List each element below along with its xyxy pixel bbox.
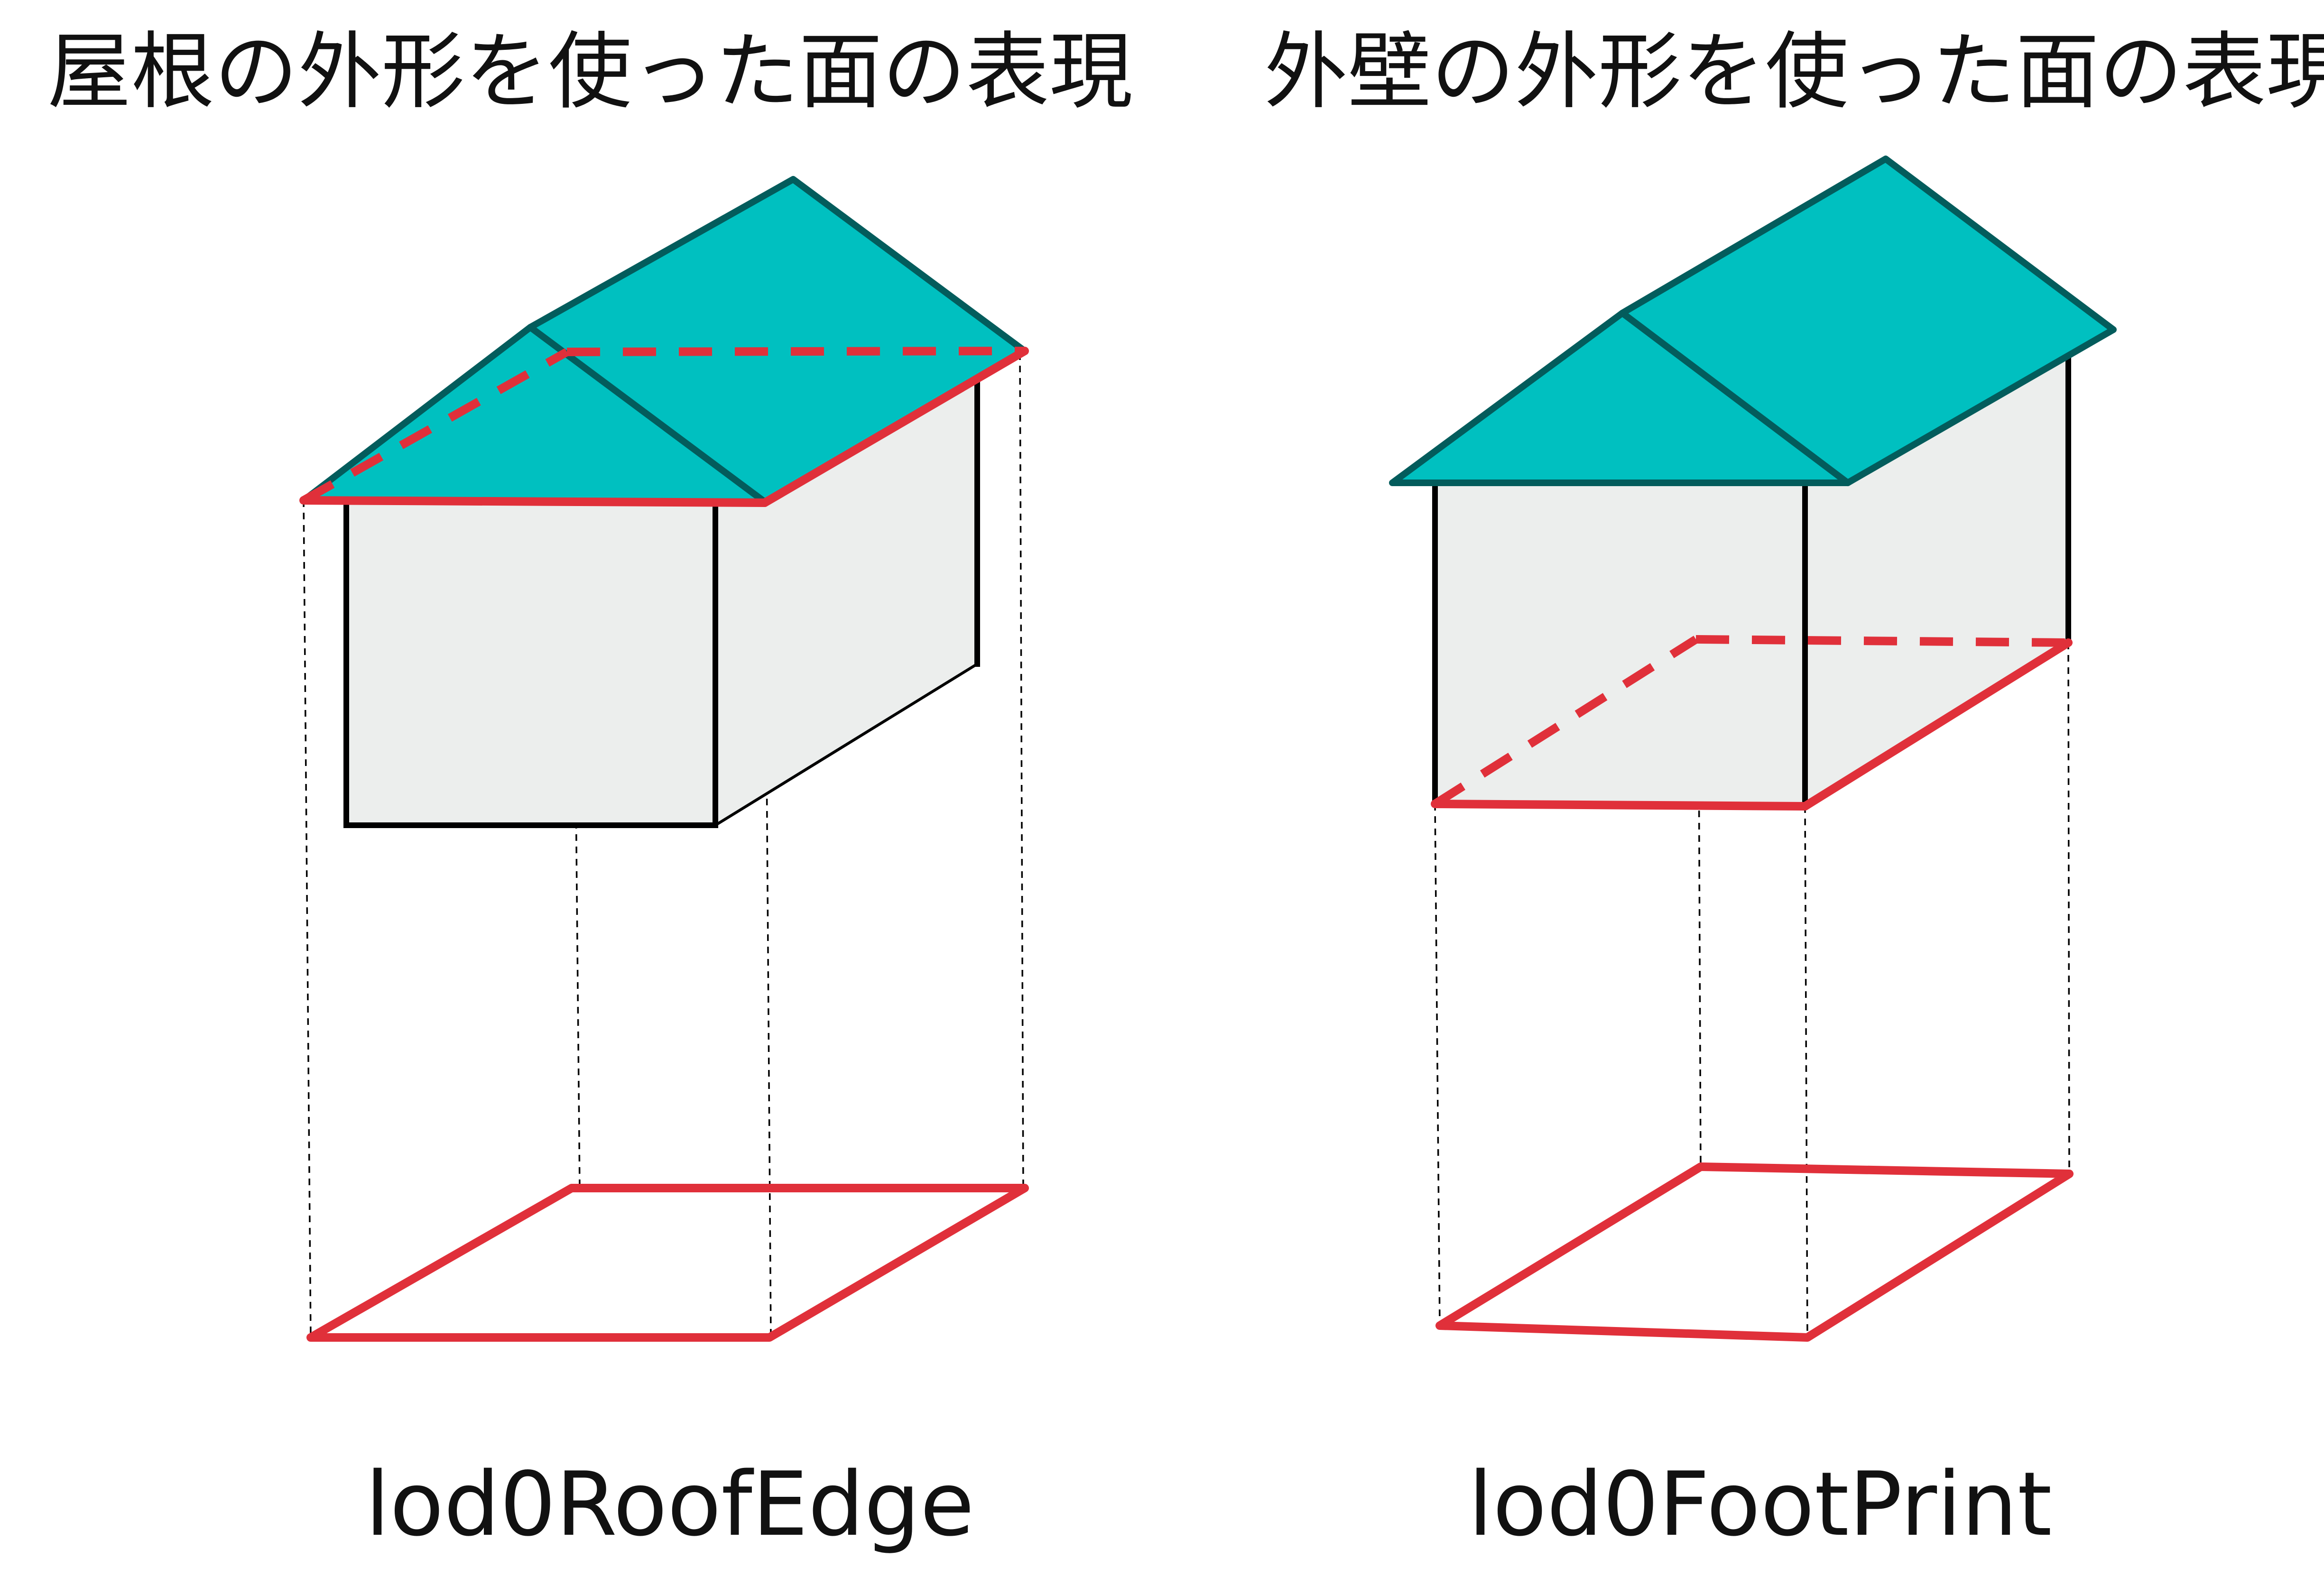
wall-edge <box>714 663 978 827</box>
roof-edge-outline <box>760 347 1029 507</box>
right-panel-title: 外壁の外形を使った面の表現 <box>1264 23 2324 120</box>
projection-line <box>303 500 312 1338</box>
ground-outline <box>306 1184 1029 1342</box>
roof-edge-outline-hidden <box>566 347 1025 356</box>
front-wall <box>346 503 715 825</box>
front-wall <box>1435 481 1805 806</box>
footprint-outline-hidden <box>1695 635 2069 647</box>
footprint-outline-hidden <box>1433 636 1698 808</box>
projection-line <box>1804 806 1808 1338</box>
roof-slope <box>1619 156 2117 486</box>
projection-line <box>1019 353 1024 1189</box>
ground-outline <box>1435 1162 2074 1342</box>
left-panel-caption: lod0RoofEdge <box>365 1453 974 1556</box>
right-house <box>1389 156 2117 1342</box>
projection-line <box>2067 642 2070 1174</box>
roof-edge-outline <box>299 496 769 507</box>
left-panel-title: 屋根の外形を使った面の表現 <box>47 23 1133 120</box>
right-panel-caption: lod0FootPrint <box>1468 1453 2052 1556</box>
footprint-outline <box>1431 800 1809 811</box>
projection-line <box>1434 803 1441 1326</box>
left-house <box>299 176 1029 1342</box>
footprint-outline <box>1801 638 2073 811</box>
roof-edge-outline-hidden <box>301 348 569 504</box>
